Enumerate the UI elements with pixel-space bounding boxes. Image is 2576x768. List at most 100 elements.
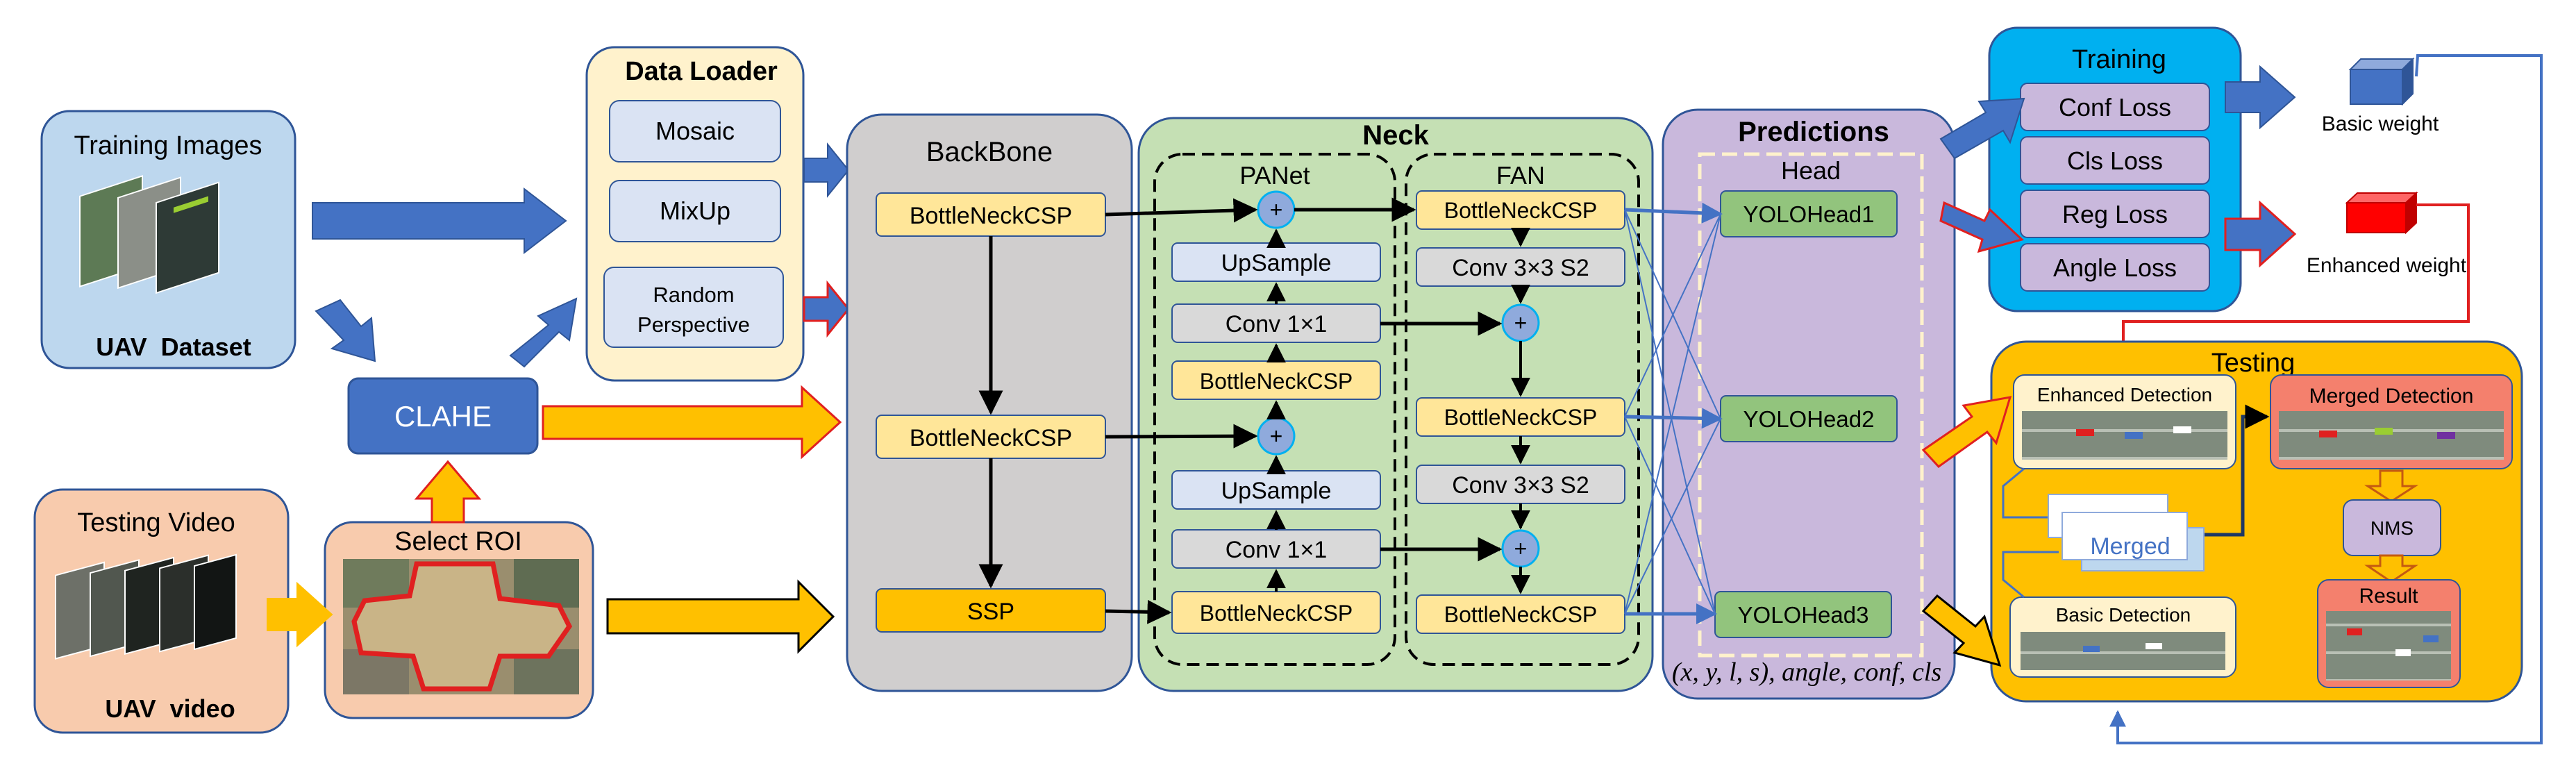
fan-title: FAN — [1496, 161, 1545, 190]
cls-loss-label: Cls Loss — [2067, 147, 2163, 175]
random-perspective-label-1: Random — [653, 283, 734, 307]
random-perspective-node — [603, 267, 784, 348]
panet-group: PANet UpSample Conv 1×1 BottleNeckCSP Up… — [1153, 153, 1396, 666]
uav-video-label: UAV video — [105, 694, 235, 723]
backbone-box: BackBone BottleNeckCSP BottleNeckCSP SSP — [846, 113, 1133, 692]
enhanced-weight-cube-icon — [2345, 191, 2418, 235]
testing-box: Testing Enhanced Detection Basic Detecti… — [1990, 340, 2523, 703]
backbone-csp1-label: BottleNeckCSP — [910, 203, 1072, 229]
clahe-to-loader-arrow — [509, 297, 578, 368]
head-connections — [1624, 202, 1723, 624]
backbone-csp2-label: BottleNeckCSP — [910, 425, 1072, 451]
predictions-to-training-arrow-blue — [1939, 97, 2025, 160]
conf-loss-label: Conf Loss — [2059, 93, 2171, 122]
training-images-box: Training Images UAV Dataset — [40, 110, 296, 369]
enhanced-detection-label: Enhanced Detection — [2037, 384, 2212, 406]
yolohead2-label: YOLOHead2 — [1743, 406, 1875, 432]
result-image — [2326, 611, 2451, 681]
select-roi-title: Select ROI — [394, 527, 522, 556]
predictions-to-basic-detection-arrow — [1921, 594, 2002, 667]
predictions-title: Predictions — [1738, 117, 1889, 147]
svg-text:+: + — [1514, 536, 1528, 561]
merged-detection-panel: Merged Detection — [2270, 374, 2513, 469]
video-to-roi-arrow — [267, 581, 333, 648]
enhanced-detection-panel: Enhanced Detection — [2013, 374, 2236, 469]
panet-plus-1: + — [1257, 190, 1296, 229]
roi-to-backbone-arrow — [606, 579, 835, 654]
predictions-box: Predictions Head YOLOHead1 YOLOHead2 YOL… — [1624, 108, 1956, 700]
roi-to-clahe-arrow — [414, 460, 482, 524]
panet-conv2-label: Conv 1×1 — [1226, 537, 1328, 563]
head-dashed-group — [1698, 152, 1924, 658]
loader-to-backbone-arrow-red — [803, 280, 850, 338]
svg-text:+: + — [1514, 310, 1528, 335]
fan-csp3-label: BottleNeckCSP — [1444, 602, 1598, 627]
panet-csp-label: BottleNeckCSP — [1200, 369, 1353, 394]
panet-title: PANet — [1239, 161, 1310, 190]
neck-title: Neck — [1362, 120, 1429, 151]
mosaic-node — [609, 100, 781, 162]
merged-detection-image — [2279, 411, 2504, 460]
training-box: Training Conf Loss Cls Loss Reg Loss Ang… — [1988, 26, 2242, 312]
enhanced-weight-label: Enhanced weight — [2307, 254, 2467, 277]
merged-to-merged-detection-line — [2205, 404, 2270, 537]
uav-dataset-label: UAV Dataset — [96, 333, 251, 361]
basic-detection-image — [2021, 632, 2225, 670]
yolohead1-label: YOLOHead1 — [1743, 201, 1875, 227]
backbone-ssp-label: SSP — [967, 599, 1014, 625]
reg-loss-label: Reg Loss — [2062, 200, 2168, 228]
testing-video-thumbnails — [55, 553, 237, 660]
nms-to-result-arrow — [2364, 554, 2418, 583]
roi-aerial-image — [343, 559, 579, 694]
training-to-loader-arrow — [312, 187, 567, 255]
basic-weight: Basic weight — [2322, 57, 2439, 135]
reg-loss-node — [2020, 190, 2210, 238]
predictions-to-training-arrow-red — [1939, 201, 2024, 253]
training-title: Training — [2072, 45, 2166, 74]
nms-label: NMS — [2370, 517, 2414, 539]
input-arrows — [267, 142, 850, 654]
fan-plus-1: + — [1501, 303, 1540, 342]
panet-csp-bottom-label: BottleNeckCSP — [1200, 601, 1353, 626]
training-images-thumbnails — [79, 175, 219, 294]
basic-detection-panel: Basic Detection — [2009, 596, 2236, 678]
panet-conv1-label: Conv 1×1 — [1226, 311, 1328, 337]
result-panel: Result — [2317, 579, 2461, 688]
testing-video-title: Testing Video — [77, 508, 235, 537]
panet-upsample2-label: UpSample — [1221, 478, 1332, 504]
training-to-clahe-arrow — [315, 299, 376, 362]
fan-conv2-label: Conv 3×3 S2 — [1452, 472, 1589, 499]
training-to-enhanced-weight-arrow — [2224, 200, 2297, 268]
mixup-label: MixUp — [660, 197, 730, 225]
clahe-box: CLAHE — [347, 377, 539, 455]
nms-node: NMS — [2343, 499, 2441, 556]
angle-loss-label: Angle Loss — [2053, 253, 2177, 282]
merged-stack: Merged — [2048, 494, 2205, 571]
fan-csp2-label: BottleNeckCSP — [1444, 405, 1598, 430]
testing-video-box: Testing Video UAV video — [33, 488, 290, 734]
clahe-label: CLAHE — [394, 400, 492, 433]
svg-text:+: + — [1270, 424, 1283, 449]
mixup-node — [609, 180, 781, 242]
head-title: Head — [1781, 156, 1841, 185]
merged-to-nms-arrow — [2364, 469, 2419, 503]
cls-loss-node — [2020, 136, 2210, 185]
panet-upsample1-label: UpSample — [1221, 250, 1332, 276]
fan-plus-2: + — [1501, 529, 1540, 568]
data-loader-box: Data Loader Mosaic MixUp Random Perspect… — [585, 46, 805, 382]
basic-detection-label: Basic Detection — [2056, 604, 2191, 626]
angle-loss-node — [2020, 243, 2210, 292]
backbone-title: BackBone — [926, 137, 1053, 167]
predictions-to-enhanced-detection-arrow — [1921, 396, 2012, 468]
backbone-ssp-node — [876, 588, 1106, 633]
merged-detection-label: Merged Detection — [2309, 385, 2474, 408]
training-images-title: Training Images — [74, 131, 262, 160]
mosaic-label: Mosaic — [655, 117, 735, 145]
fan-group: FAN BottleNeckCSP Conv 3×3 S2 BottleNeck… — [1405, 153, 1640, 666]
enhanced-weight: Enhanced weight — [2307, 191, 2467, 277]
basic-weight-label: Basic weight — [2322, 112, 2439, 135]
neck-box: Neck PANet UpSample Conv 1×1 BottleNeckC… — [1105, 117, 1654, 692]
data-loader-title: Data Loader — [625, 57, 778, 86]
random-perspective-label-2: Perspective — [637, 312, 750, 337]
